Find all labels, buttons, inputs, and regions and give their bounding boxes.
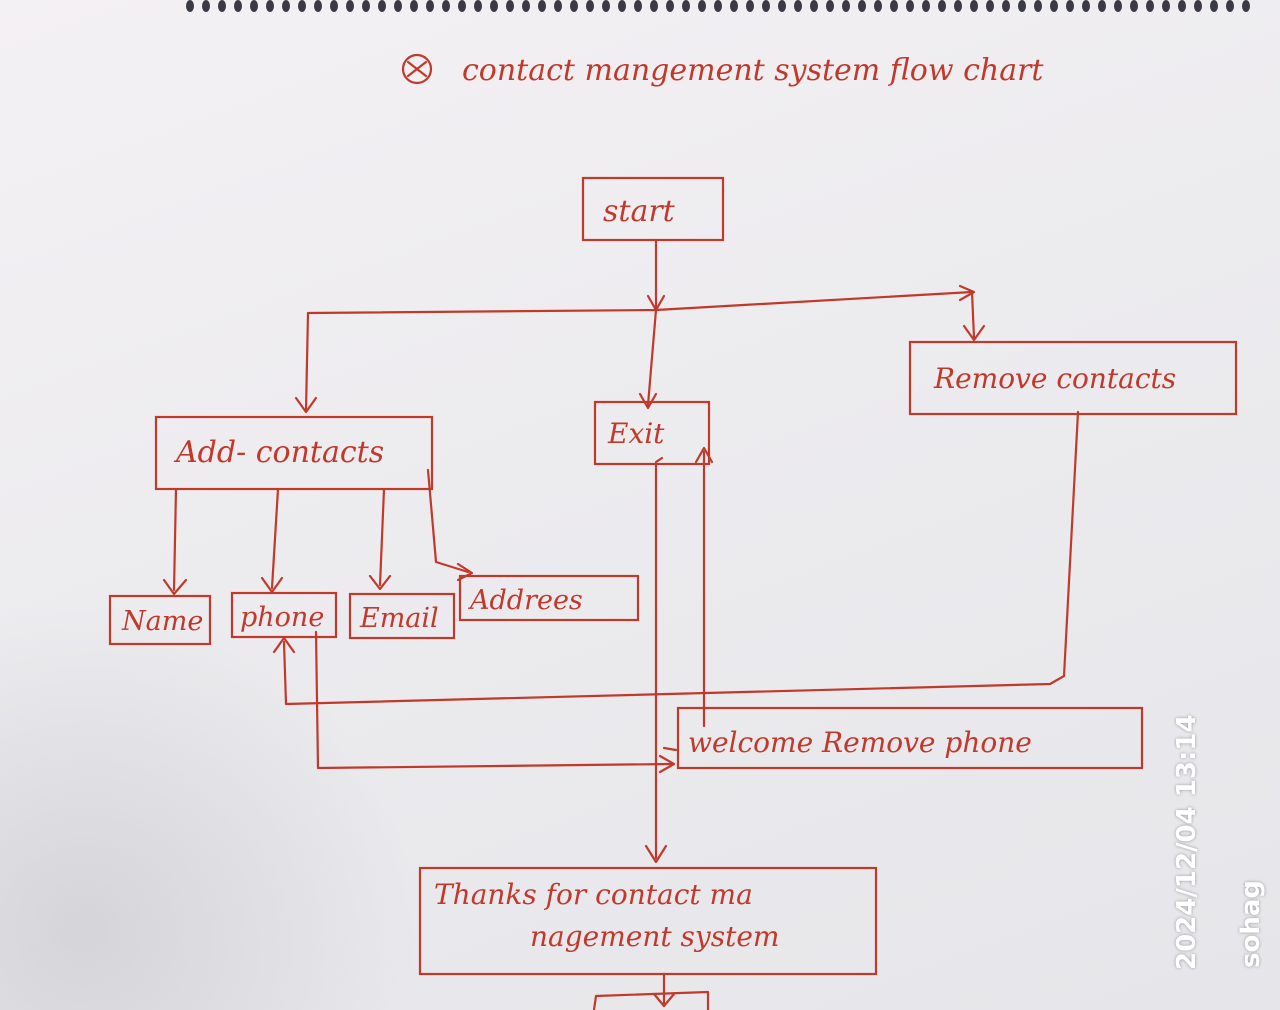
- spiral-ring: [250, 0, 258, 12]
- spiral-ring: [1034, 0, 1042, 12]
- spiral-ring: [554, 0, 562, 12]
- add-contacts-box: [154, 415, 434, 491]
- end-box-partial: [592, 990, 710, 1010]
- remove-contacts-label: Remove contacts: [933, 362, 1176, 395]
- title-mark-icon: [401, 53, 433, 85]
- spiral-ring: [954, 0, 962, 12]
- spiral-ring: [874, 0, 882, 12]
- spiral-ring: [634, 0, 642, 12]
- spiral-ring: [1194, 0, 1202, 12]
- spiral-ring: [1098, 0, 1106, 12]
- spiral-ring: [474, 0, 482, 12]
- spiral-ring: [234, 0, 242, 12]
- spiral-ring: [810, 0, 818, 12]
- exit-box: [593, 400, 711, 466]
- spiral-ring: [730, 0, 738, 12]
- spiral-ring: [394, 0, 402, 12]
- spiral-ring: [1146, 0, 1154, 12]
- thanks-line2: nagement system: [530, 920, 779, 953]
- spiral-ring: [794, 0, 802, 12]
- spiral-ring: [1178, 0, 1186, 12]
- spiral-ring: [586, 0, 594, 12]
- spiral-ring: [1130, 0, 1138, 12]
- remove-contacts-box: [908, 340, 1238, 416]
- spiral-ring: [970, 0, 978, 12]
- spiral-ring: [666, 0, 674, 12]
- spiral-ring: [378, 0, 386, 12]
- email-label: Email: [359, 603, 439, 634]
- add-contacts-label: Add- contacts: [173, 435, 384, 470]
- phone-label: phone: [240, 602, 324, 633]
- spiral-ring: [330, 0, 338, 12]
- spiral-ring: [1242, 0, 1250, 12]
- spiral-ring: [570, 0, 578, 12]
- address-label: Addrees: [467, 585, 583, 616]
- spiral-ring: [538, 0, 546, 12]
- spiral-ring: [890, 0, 898, 12]
- spiral-ring: [1210, 0, 1218, 12]
- spiral-ring: [1050, 0, 1058, 12]
- spiral-ring: [650, 0, 658, 12]
- welcome-remove-phone-label: welcome Remove phone: [688, 726, 1032, 759]
- spiral-ring: [1066, 0, 1074, 12]
- photo-date-stamp: 2024/12/04 13:14: [1172, 714, 1202, 970]
- spiral-ring: [1114, 0, 1122, 12]
- spiral-ring: [506, 0, 514, 12]
- spiral-ring: [282, 0, 290, 12]
- email-box: [348, 592, 456, 640]
- spiral-ring: [218, 0, 226, 12]
- start-box: [581, 176, 725, 242]
- spiral-ring: [1226, 0, 1234, 12]
- spiral-ring: [362, 0, 370, 12]
- exit-label: Exit: [607, 417, 665, 450]
- spiral-ring: [618, 0, 626, 12]
- spiral-ring: [922, 0, 930, 12]
- spiral-ring: [202, 0, 210, 12]
- spiral-ring: [682, 0, 690, 12]
- spiral-ring: [442, 0, 450, 12]
- spiral-ring: [1162, 0, 1170, 12]
- spiral-ring: [906, 0, 914, 12]
- spiral-ring: [426, 0, 434, 12]
- address-box: [458, 574, 640, 622]
- spiral-ring: [858, 0, 866, 12]
- spiral-ring: [186, 0, 194, 12]
- spiral-ring: [602, 0, 610, 12]
- spiral-ring: [746, 0, 754, 12]
- spiral-ring: [1018, 0, 1026, 12]
- page-shadow: [0, 600, 420, 1010]
- spiral-ring: [778, 0, 786, 12]
- name-label: Name: [121, 606, 203, 637]
- spiral-ring: [346, 0, 354, 12]
- spiral-ring: [714, 0, 722, 12]
- spiral-ring: [826, 0, 834, 12]
- spiral-binding: [186, 0, 1250, 12]
- spiral-ring: [1002, 0, 1010, 12]
- spiral-ring: [490, 0, 498, 12]
- start-label: start: [603, 194, 676, 229]
- spiral-ring: [938, 0, 946, 12]
- spiral-ring: [842, 0, 850, 12]
- spiral-ring: [522, 0, 530, 12]
- spiral-ring: [458, 0, 466, 12]
- photo-author-stamp: sohag: [1236, 879, 1266, 968]
- thanks-box: [418, 866, 878, 976]
- spiral-ring: [1082, 0, 1090, 12]
- name-box: [108, 594, 212, 646]
- spiral-ring: [698, 0, 706, 12]
- spiral-ring: [762, 0, 770, 12]
- spiral-ring: [314, 0, 322, 12]
- spiral-ring: [298, 0, 306, 12]
- thanks-line1: Thanks for contact ma: [434, 878, 753, 911]
- spiral-ring: [986, 0, 994, 12]
- diagram-title: contact mangement system flow chart: [462, 53, 1044, 88]
- welcome-remove-phone-box: [676, 706, 1144, 770]
- spiral-ring: [410, 0, 418, 12]
- spiral-ring: [266, 0, 274, 12]
